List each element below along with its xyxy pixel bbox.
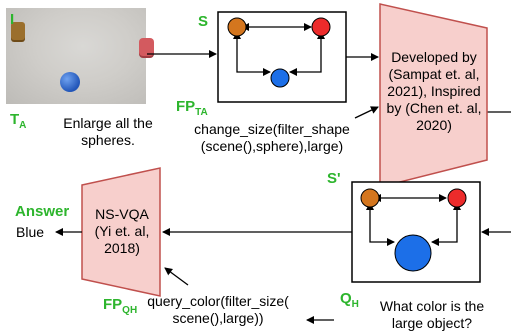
label-answer: Answer <box>15 203 70 220</box>
edge-prime-orange-blue <box>366 202 395 246</box>
node-blue <box>270 68 290 88</box>
label-qh-sub: H <box>351 299 359 310</box>
label-ta: TA <box>10 111 26 131</box>
nsvqa-line-1: NS-VQA <box>95 206 149 222</box>
label-fp-ta-main: FP <box>176 98 196 115</box>
brown-cylinder <box>11 22 25 40</box>
program-ta-line-2: (scene(),sphere),large) <box>200 138 344 154</box>
encoder-line-3: 2021), Inspired <box>387 83 481 99</box>
label-image: I <box>10 11 15 28</box>
encoder-text: Developed by (Sampat et. al, 2021), Insp… <box>381 49 487 134</box>
question-line-1: What color is the <box>379 298 485 314</box>
edge-red-blue <box>289 31 325 76</box>
encoder-line-2: (Sampat et. al, <box>388 66 480 82</box>
node-red <box>311 17 331 37</box>
label-fp-qh: FPQH <box>103 296 137 316</box>
program-qh-text: query_color(filter_size( scene(),large)) <box>132 293 304 327</box>
encoder-trapezoid <box>379 3 488 188</box>
task-line-1: Enlarge all the <box>63 115 153 131</box>
nsvqa-trapezoid <box>81 167 161 297</box>
arrow-program-to-nsvqa <box>164 267 189 286</box>
red-cylinder <box>139 38 154 56</box>
program-qh-line-1: query_color(filter_size( <box>147 293 289 309</box>
program-qh-line-2: scene(),large)) <box>172 310 264 326</box>
blue-sphere <box>60 72 80 92</box>
label-scene-prime: S' <box>327 170 341 187</box>
nsvqa-text: NS-VQA (Yi et. al, 2018) <box>84 206 160 257</box>
label-fp-ta: FPTA <box>176 98 208 118</box>
nsvqa-line-3: 2018) <box>104 240 140 256</box>
label-qh-main: Q <box>340 290 352 307</box>
encoder-line-4: by (Chen et. al, <box>386 100 482 116</box>
task-text: Enlarge all the spheres. <box>48 115 168 149</box>
encoder-line-1: Developed by <box>391 49 477 65</box>
label-ta-sub: A <box>19 120 27 131</box>
arrow-program-to-encoder <box>354 106 379 119</box>
label-scene: S <box>198 13 209 30</box>
scene-image <box>6 8 154 104</box>
label-ta-main: T <box>10 111 20 128</box>
question-line-2: large object? <box>391 315 473 331</box>
label-fp-ta-sub: TA <box>195 107 208 118</box>
label-qh: QH <box>340 290 359 310</box>
encoder-line-5: 2020) <box>416 117 452 133</box>
node-prime-orange <box>360 188 380 208</box>
label-fp-qh-main: FP <box>103 296 123 313</box>
node-prime-red <box>447 188 467 208</box>
node-prime-blue-large <box>394 234 432 272</box>
program-ta-line-1: change_size(filter_shape <box>194 121 350 137</box>
task-line-2: spheres. <box>81 132 135 148</box>
edge-orange-blue <box>233 31 271 76</box>
question-text: What color is the large object? <box>368 298 496 332</box>
edge-prime-red-blue <box>431 202 461 246</box>
nsvqa-line-2: (Yi et. al, <box>94 223 150 239</box>
program-ta-text: change_size(filter_shape (scene(),sphere… <box>186 121 358 155</box>
answer-value: Blue <box>16 224 45 240</box>
node-orange <box>227 17 247 37</box>
label-fp-qh-sub: QH <box>122 305 138 316</box>
